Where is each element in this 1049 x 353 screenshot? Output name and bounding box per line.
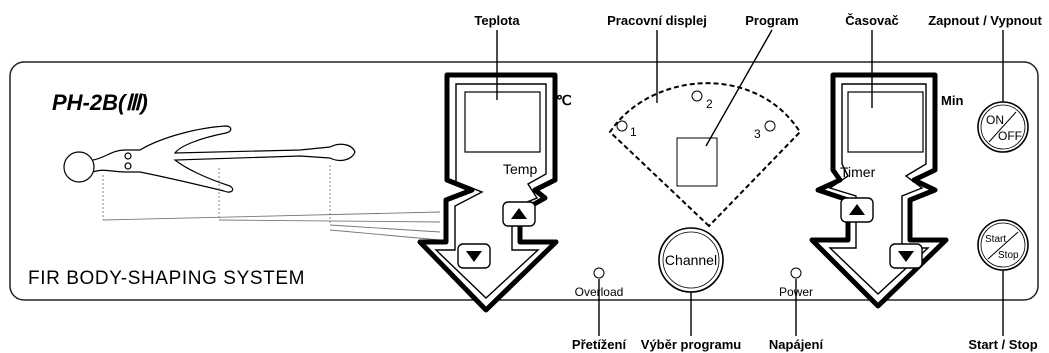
timer-down-button[interactable] [889, 243, 923, 269]
temp-up-button[interactable] [502, 201, 536, 227]
program-led-3 [764, 120, 776, 132]
callout-supply: Napájení [769, 337, 824, 352]
work-display-sector [608, 82, 802, 228]
timer-up-button[interactable] [840, 197, 874, 223]
temp-down-button[interactable] [457, 243, 491, 269]
callout-lines [496, 29, 1004, 336]
model-name: PH-2B(Ⅲ) [52, 90, 148, 115]
triangle-down-icon [898, 251, 914, 262]
on-off-button[interactable] [977, 101, 1029, 153]
triangle-up-icon [511, 208, 527, 219]
temp-display [464, 91, 541, 153]
start-label: Start [985, 234, 1006, 245]
timer-unit: Min [941, 93, 963, 108]
program-number-2: 2 [706, 97, 713, 111]
human-body-icon [63, 125, 356, 193]
callout-power-switch: Zapnout / Vypnout [928, 13, 1042, 28]
callout-program-select: Výběr programu [641, 337, 741, 352]
system-name: FIR BODY-SHAPING SYSTEM [28, 268, 305, 289]
program-led-2 [691, 90, 703, 102]
timer-display [847, 91, 924, 153]
callout-program: Program [745, 13, 798, 28]
stop-label: Stop [998, 250, 1019, 261]
callout-work-display: Pracovní displej [607, 13, 707, 28]
callout-timer: Časovač [845, 13, 898, 28]
callout-overload: Přetížení [572, 337, 627, 352]
callout-temperature: Teplota [474, 13, 520, 28]
triangle-up-icon [849, 204, 865, 215]
callout-start-stop: Start / Stop [968, 337, 1037, 352]
triangle-down-icon [466, 251, 482, 262]
temp-arrow-inner [434, 83, 547, 299]
overload-led [593, 267, 605, 279]
program-led-1 [616, 120, 628, 132]
start-stop-button[interactable] [977, 219, 1029, 271]
program-number-1: 1 [630, 125, 637, 139]
timer-arrow-inner [828, 83, 930, 295]
off-label: OFF [998, 129, 1022, 143]
program-display [676, 137, 718, 187]
channel-button-label: Channel [665, 252, 717, 268]
timer-label: Timer [840, 164, 876, 180]
temp-unit: ℃ [556, 92, 572, 108]
channel-button[interactable] [658, 227, 724, 293]
temp-label: Temp [503, 161, 537, 177]
cable-lines [102, 211, 441, 241]
program-number-3: 3 [754, 127, 761, 141]
on-label: ON [986, 113, 1004, 127]
power-led [790, 267, 802, 279]
